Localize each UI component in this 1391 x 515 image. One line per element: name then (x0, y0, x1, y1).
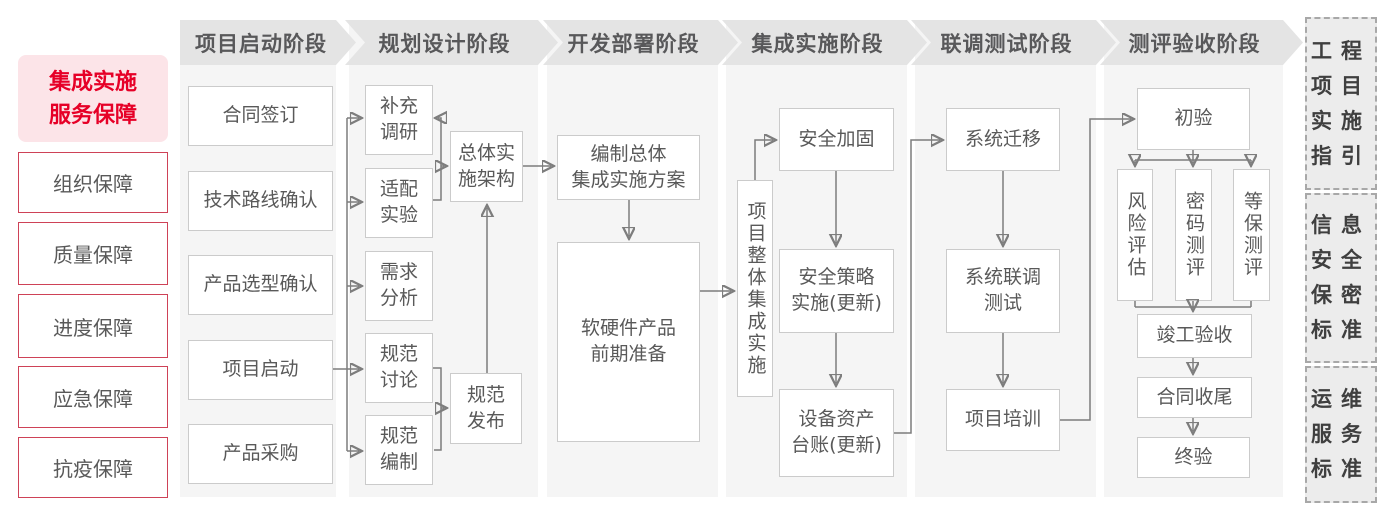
node-completion-acceptance: 竣工验收 (1137, 314, 1252, 358)
node-requirement-analysis: 需求 分析 (365, 251, 433, 321)
node-tech-route-confirm: 技术路线确认 (188, 171, 333, 231)
node-asset-ledger-update: 设备资产 台账(更新) (779, 389, 894, 477)
node-contract-signing: 合同签订 (188, 86, 333, 146)
phase-header-project-kickoff: 项目启动阶段 (180, 20, 356, 65)
node-project-kickoff: 项目启动 (188, 340, 333, 400)
standard-ops-service-label: 运维服务标准 (1311, 387, 1371, 481)
standard-engineering-guideline-label: 工程项目实施指引 (1311, 38, 1371, 168)
node-security-policy-implementation: 安全策略 实施(更新) (779, 249, 894, 333)
standard-infosec-confidentiality-label: 信息安全保密标准 (1311, 213, 1371, 342)
node-crypto-evaluation: 密码测评 (1175, 169, 1212, 301)
assurance-organization: 组织保障 (18, 152, 168, 213)
node-overall-project-integration: 项目整体集成实施 (737, 180, 773, 397)
node-spec-drafting: 规范 编制 (365, 415, 433, 485)
node-classified-protection-evaluation: 等保测评 (1233, 169, 1270, 301)
node-overall-implementation-architecture: 总体实 施架构 (450, 131, 523, 202)
standard-infosec-confidentiality: 信息安全保密标准 (1305, 193, 1377, 363)
node-hw-sw-preparation: 软硬件产品 前期准备 (557, 242, 700, 442)
phase-header-planning-design: 规划设计阶段 (345, 20, 558, 65)
node-supplementary-research: 补充 调研 (365, 85, 433, 155)
phase-header-integration-implementation: 集成实施阶段 (722, 20, 927, 65)
node-preliminary-acceptance: 初验 (1137, 88, 1250, 150)
node-overall-integration-plan: 编制总体 集成实施方案 (557, 135, 700, 200)
standard-ops-service: 运维服务标准 (1305, 366, 1377, 503)
node-adaptation-test: 适配 实验 (365, 168, 433, 238)
node-project-training: 项目培训 (946, 389, 1060, 451)
assurance-quality: 质量保障 (18, 222, 168, 285)
node-spec-discussion: 规范 讨论 (365, 333, 433, 403)
standard-engineering-guideline: 工程项目实施指引 (1305, 17, 1377, 190)
phase-header-evaluation-acceptance: 测评验收阶段 (1100, 20, 1303, 65)
phase-header-dev-deployment: 开发部署阶段 (543, 20, 738, 65)
assurance-emergency: 应急保障 (18, 366, 168, 428)
node-system-joint-debug-test: 系统联调 测试 (946, 249, 1060, 333)
node-spec-release: 规范 发布 (450, 373, 522, 444)
node-product-procurement: 产品采购 (188, 424, 333, 484)
node-final-acceptance: 终验 (1137, 437, 1250, 478)
node-risk-assessment: 风险评估 (1117, 169, 1153, 301)
diagram-title: 集成实施 服务保障 (18, 55, 168, 142)
assurance-epidemic: 抗疫保障 (18, 437, 168, 498)
node-system-migration: 系统迁移 (946, 108, 1060, 171)
phase-header-joint-debug-test: 联调测试阶段 (911, 20, 1116, 65)
node-contract-closure: 合同收尾 (1137, 377, 1252, 418)
node-security-hardening: 安全加固 (779, 108, 894, 171)
assurance-schedule: 进度保障 (18, 294, 168, 358)
node-product-selection-confirm: 产品选型确认 (188, 255, 333, 315)
